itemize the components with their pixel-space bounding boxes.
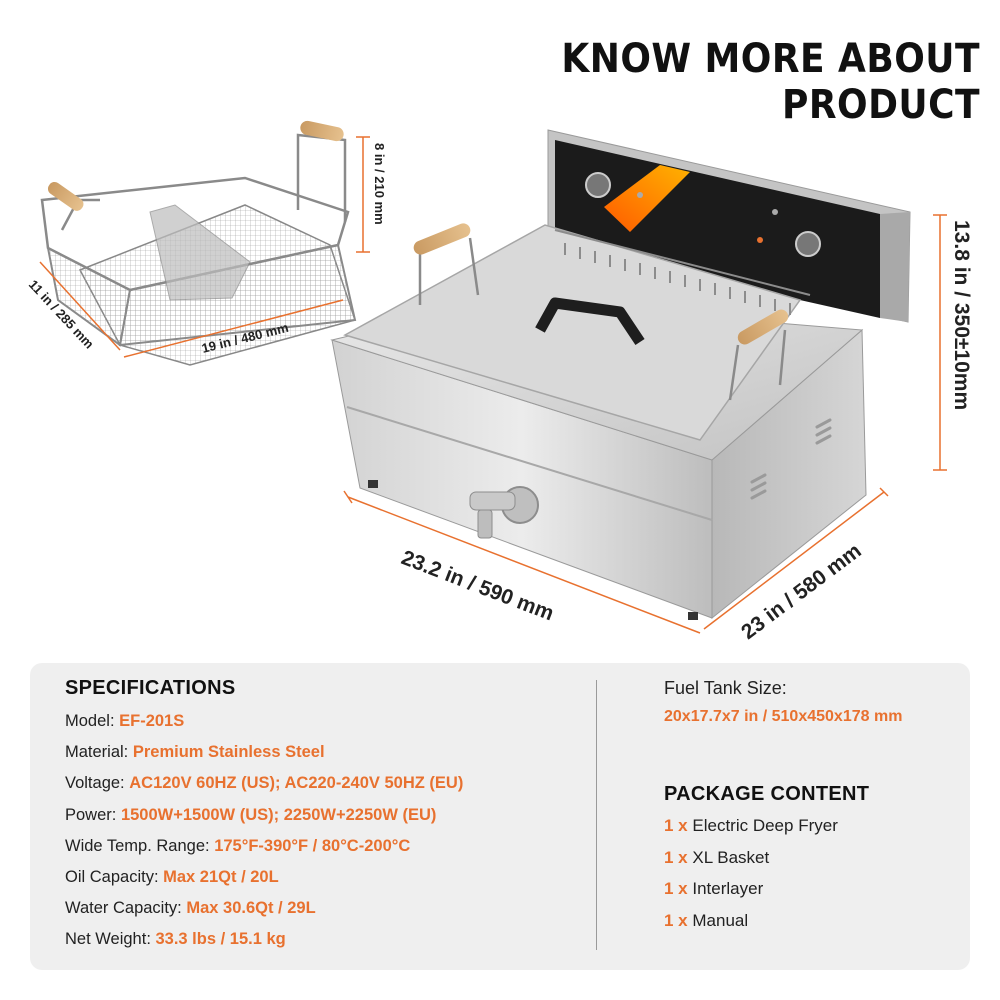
- specifications-panel: [30, 663, 970, 970]
- panel-divider: [596, 680, 597, 950]
- spec-row-temp-range: Wide Temp. Range: 175°F-390°F / 80°C-200…: [65, 836, 411, 855]
- fryer-dimension-lines: [343, 214, 947, 634]
- fuel-tank-value: 20x17.7x7 in / 510x450x178 mm: [664, 708, 903, 725]
- package-heading: PACKAGE CONTENT: [664, 783, 870, 805]
- package-item: 1 x Electric Deep Fryer: [664, 816, 838, 835]
- package-item: 1 x Interlayer: [664, 879, 764, 898]
- basket-dimension-lines: [39, 136, 370, 358]
- specifications-column: SPECIFICATIONS Model: EF-201S Material: …: [65, 677, 585, 959]
- spec-row-power: Power: 1500W+1500W (US); 2250W+2250W (EU…: [65, 805, 437, 824]
- spec-row-voltage: Voltage: AC120V 60HZ (US); AC220-240V 50…: [65, 774, 464, 793]
- deep-fryer: [330, 129, 911, 620]
- spec-row-water-capacity: Water Capacity: Max 30.6Qt / 29L: [65, 899, 316, 918]
- fryer-basket: [40, 120, 357, 366]
- package-item: 1 x XL Basket: [664, 847, 770, 867]
- spec-row-model: Model: EF-201S: [65, 712, 185, 730]
- spec-row-net-weight: Net Weight: 33.3 lbs / 15.1 kg: [65, 930, 286, 949]
- spec-row-oil-capacity: Oil Capacity: Max 21Qt / 20L: [65, 867, 279, 886]
- specifications-heading: SPECIFICATIONS: [65, 677, 236, 699]
- package-column: Fuel Tank Size: 20x17.7x7 in / 510x450x1…: [664, 678, 964, 940]
- basket-height-label: 8 in / 210 mm: [372, 143, 387, 225]
- package-item: 1 x Manual: [664, 910, 749, 930]
- fryer-height-label: 13.8 in / 350±10mm: [950, 220, 973, 410]
- page-title: KNOW MORE ABOUT PRODUCT: [561, 36, 980, 128]
- fuel-tank-label: Fuel Tank Size:: [664, 678, 787, 698]
- product-illustration: 8 in / 210 mm 11 in / 285 mm 19 in / 480…: [26, 120, 973, 644]
- fryer-width-label: 23.2 in / 590 mm: [398, 546, 557, 625]
- spec-row-material: Material: Premium Stainless Steel: [65, 743, 325, 762]
